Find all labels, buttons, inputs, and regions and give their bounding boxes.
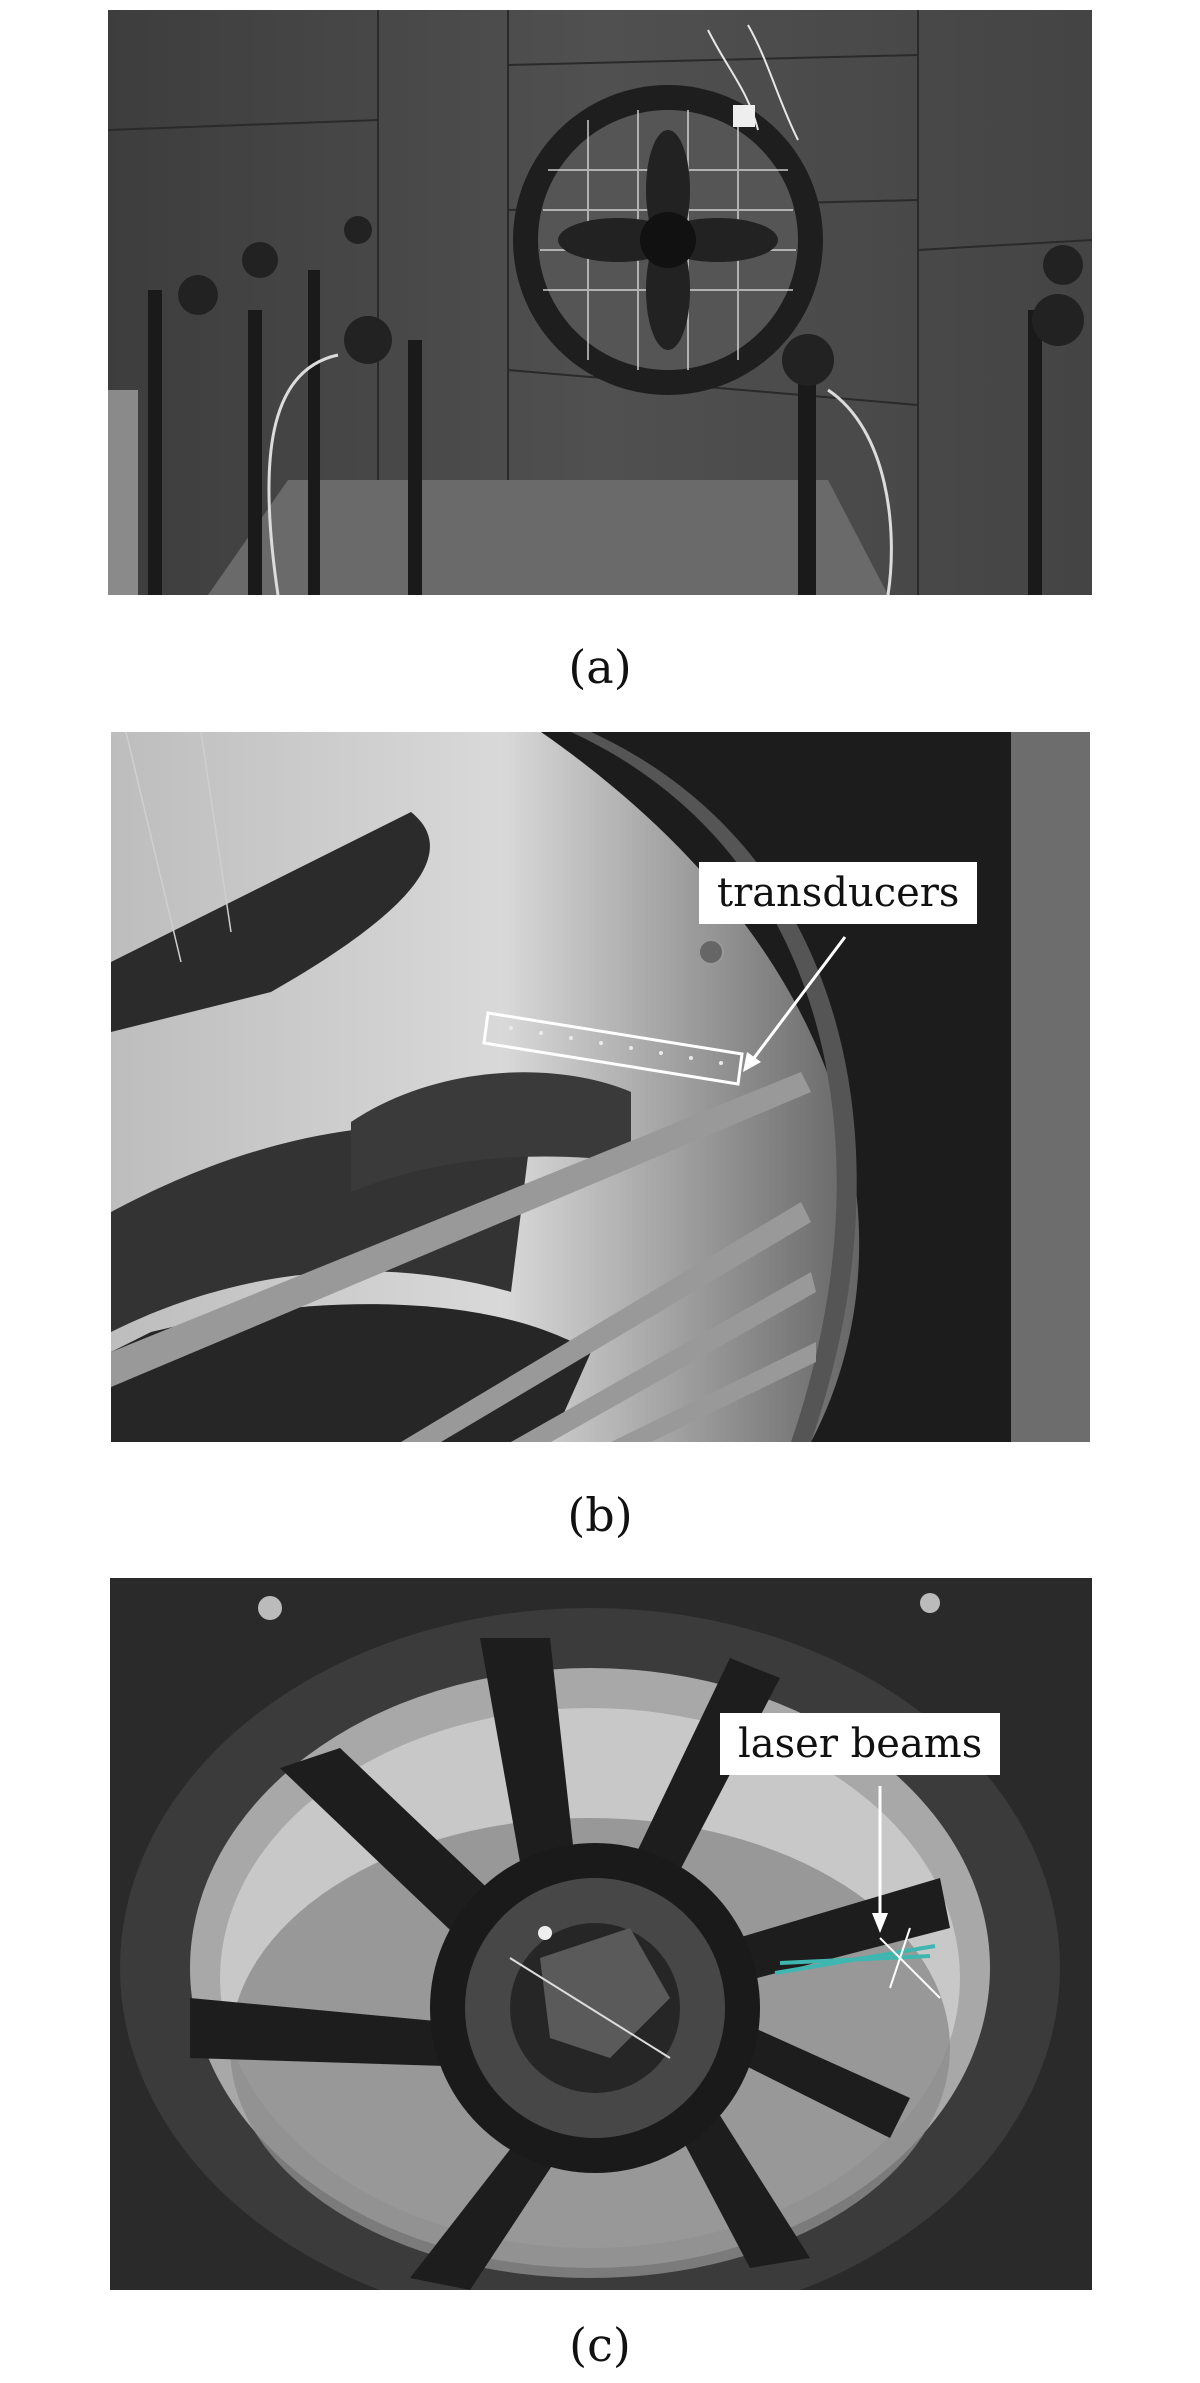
callout-laser-beams: laser beams	[720, 1713, 1001, 1775]
photo-b-illustration	[111, 732, 1090, 1442]
photo-c-illustration	[110, 1578, 1092, 2290]
caption-b: (b)	[567, 1488, 633, 1542]
laser-beams	[774, 1944, 936, 1975]
photo-panel-c: laser beams	[110, 1578, 1092, 2290]
caption-c: (c)	[569, 2318, 631, 2372]
caption-a: (a)	[568, 640, 632, 694]
callout-transducers: transducers	[699, 862, 978, 924]
photo-a-illustration	[108, 10, 1092, 595]
photo-panel-a	[108, 10, 1092, 595]
photo-panel-b: transducers	[111, 732, 1090, 1442]
transducers-arrow	[749, 936, 847, 1063]
